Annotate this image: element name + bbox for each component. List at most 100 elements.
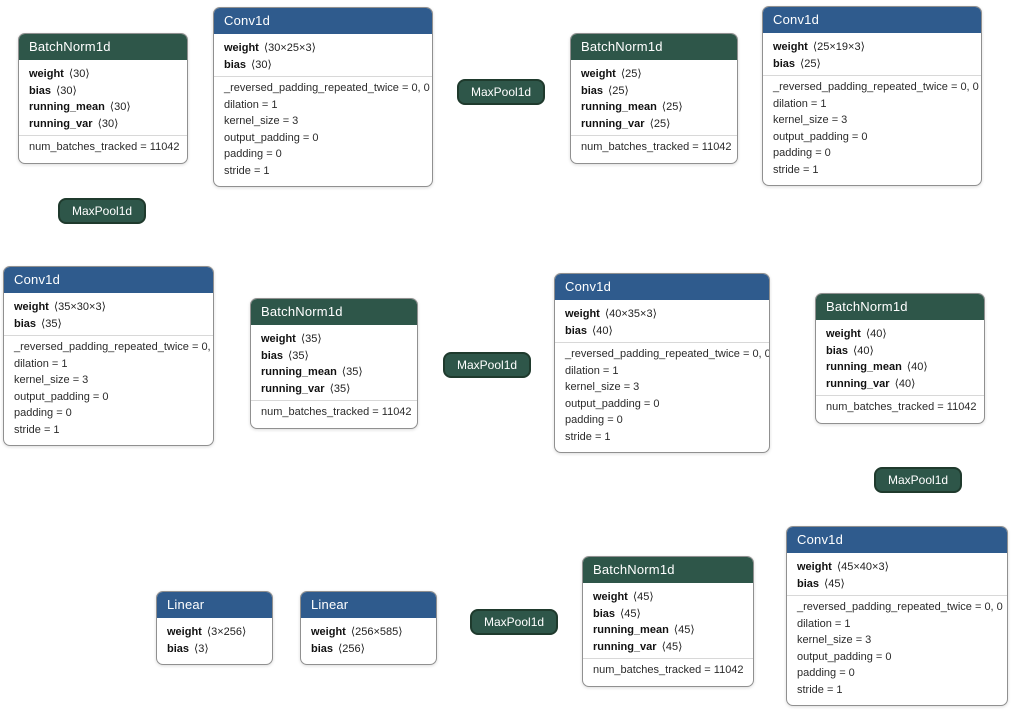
layer-card-body: weight⟨35⟩bias⟨35⟩running_mean⟨35⟩runnin…: [251, 325, 417, 428]
param-text: padding = 0: [224, 148, 282, 160]
param-name: weight: [224, 42, 259, 54]
param-text: kernel_size = 3: [14, 374, 89, 386]
section-divider: [816, 395, 984, 396]
param-shape: ⟨3⟩: [194, 642, 209, 655]
param-text: num_batches_tracked = 11042: [261, 406, 412, 418]
param-text: _reversed_padding_repeated_twice = 0, 0: [14, 341, 214, 353]
param-name: bias: [565, 324, 588, 337]
param-row: bias⟨40⟩: [565, 323, 759, 340]
param-text: padding = 0: [797, 667, 855, 679]
param-name: weight: [593, 591, 628, 603]
param-row: bias⟨45⟩: [797, 576, 997, 593]
layer-card-title: BatchNorm1d: [251, 299, 417, 325]
param-row: kernel_size = 3: [565, 379, 759, 396]
layer-card-body: weight⟨40×35×3⟩bias⟨40⟩_reversed_padding…: [555, 300, 769, 452]
layer-card-title: Conv1d: [214, 8, 432, 34]
param-row: _reversed_padding_repeated_twice = 0, 0: [773, 79, 979, 96]
param-text: output_padding = 0: [14, 390, 109, 403]
layer-card-body: weight⟨45⟩bias⟨45⟩running_mean⟨45⟩runnin…: [583, 583, 753, 686]
param-row: padding = 0: [797, 665, 997, 682]
param-name: weight: [261, 333, 296, 345]
param-shape: ⟨45⟩: [824, 577, 845, 590]
param-row: num_batches_tracked = 11042: [261, 404, 412, 421]
param-row: weight⟨30⟩: [29, 66, 177, 83]
param-row: running_var⟨45⟩: [593, 639, 743, 656]
param-row: weight⟨35⟩: [261, 331, 407, 348]
param-text: dilation = 1: [565, 364, 619, 377]
param-row: bias⟨25⟩: [581, 83, 727, 100]
pill-label: MaxPool1d: [72, 204, 133, 218]
param-row: bias⟨45⟩: [593, 606, 743, 623]
param-text: stride = 1: [773, 163, 819, 176]
param-row: running_var⟨30⟩: [29, 116, 177, 133]
param-shape: ⟨25⟩: [661, 101, 683, 113]
param-row: bias⟨256⟩: [311, 641, 426, 658]
layer-card-title: BatchNorm1d: [583, 557, 753, 583]
param-row: output_padding = 0: [773, 129, 971, 146]
param-name: bias: [14, 317, 37, 330]
param-row: running_mean⟨30⟩: [29, 99, 177, 116]
param-shape: ⟨25⟩: [620, 68, 642, 80]
param-row: weight⟨256×585⟩: [311, 624, 426, 641]
param-name: weight: [773, 41, 808, 53]
param-row: num_batches_tracked = 11042: [593, 662, 744, 679]
param-name: bias: [167, 642, 190, 655]
param-row: dilation = 1: [797, 616, 997, 633]
param-shape: ⟨35×30×3⟩: [53, 301, 106, 313]
param-row: dilation = 1: [773, 96, 971, 113]
param-shape: ⟨256⟩: [338, 642, 365, 655]
param-row: weight ⟨30×25×3⟩: [224, 40, 422, 57]
param-text: stride = 1: [14, 423, 60, 436]
param-text: num_batches_tracked = 11042: [581, 141, 732, 153]
param-row: bias ⟨3⟩: [167, 641, 262, 658]
pill-label: MaxPool1d: [457, 358, 518, 372]
param-name: bias: [826, 344, 849, 357]
layer-pill-maxpool1d[interactable]: MaxPool1d: [874, 467, 963, 493]
param-row: stride = 1: [773, 162, 971, 179]
layer-card-body: weight⟨30×25×3⟩bias⟨30⟩_reversed_padding…: [214, 34, 432, 186]
layer-card-body: weight⟨25×19×3⟩bias⟨25⟩_reversed_padding…: [763, 33, 981, 185]
param-shape: ⟨30×25×3⟩: [263, 42, 316, 54]
param-row: weight⟨45⟩: [593, 589, 743, 606]
layer-pill-maxpool1d[interactable]: MaxPool1d: [58, 198, 147, 224]
param-row: weight⟨3×256⟩: [167, 624, 262, 641]
layer-card-body: weight⟨30⟩bias⟨30⟩running_mean⟨30⟩runnin…: [19, 60, 187, 163]
param-name: bias: [224, 58, 247, 71]
param-text: kernel_size = 3: [773, 114, 848, 126]
section-divider: [555, 342, 769, 343]
param-row: stride = 1: [797, 682, 997, 699]
param-row: weight⟨40×35×3⟩: [565, 306, 759, 323]
param-row: running_mean⟨45⟩: [593, 622, 743, 639]
param-text: output_padding = 0: [773, 130, 868, 143]
param-text: _reversed_padding_repeated_twice = 0, 0: [773, 81, 979, 93]
param-shape: ⟨256×585⟩: [350, 626, 403, 638]
layer-card-title: BatchNorm1d: [19, 34, 187, 60]
layer-pill-maxpool1d[interactable]: MaxPool1d: [457, 79, 546, 105]
param-row: stride = 1: [224, 163, 422, 180]
layer-pill-maxpool1d[interactable]: MaxPool1d: [470, 609, 559, 635]
param-text: dilation = 1: [14, 357, 68, 370]
param-row: _reversed_padding_repeated_twice = 0, 0: [14, 339, 213, 356]
param-row: running_mean⟨40⟩: [826, 359, 974, 376]
pill-label: MaxPool1d: [484, 615, 545, 629]
param-shape: ⟨35⟩: [341, 366, 363, 378]
layer-card-title: Conv1d: [555, 274, 769, 300]
param-shape: ⟨45⟩: [661, 640, 683, 653]
layer-card-body: weight⟨35×30×3⟩bias⟨35⟩_reversed_padding…: [4, 293, 213, 445]
param-row: bias⟨35⟩: [261, 348, 407, 365]
param-row: bias⟨40⟩: [826, 343, 974, 360]
layer-card-body: weight⟨45×40×3⟩bias⟨45⟩_reversed_padding…: [787, 553, 1007, 705]
layer-pill-maxpool1d[interactable]: MaxPool1d: [443, 352, 532, 378]
